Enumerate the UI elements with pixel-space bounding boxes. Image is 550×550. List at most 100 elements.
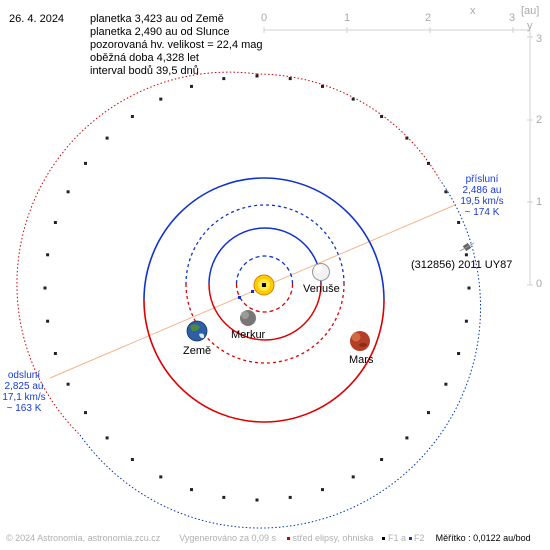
orbit-position-dot	[190, 84, 193, 88]
legend-center-text: střed elipsy, ohniska	[292, 533, 374, 543]
aphelion-label: odsluní 2,825 au 17,1 km/s ~ 163 K	[0, 370, 48, 414]
orbit-position-dot	[130, 115, 134, 118]
axis-frame	[264, 29, 531, 285]
ellipse-center-marker	[238, 296, 241, 299]
orbit-position-dot	[53, 352, 57, 355]
date-label: 26. 4. 2024	[9, 13, 65, 25]
axis-label-right-0: 0	[536, 278, 543, 290]
mars-orbit-above	[143, 177, 385, 301]
footer-generated: Vygenerováno za 0,09 s	[179, 533, 276, 543]
sun	[253, 274, 275, 296]
perihelion-distance: 2,486 au	[462, 185, 502, 196]
orbit-position-dot	[427, 161, 430, 165]
orbit-position-dot	[84, 161, 87, 165]
venus-planet	[312, 263, 330, 281]
orbit-position-dot	[46, 253, 50, 257]
mercury-orbit-above	[235, 255, 294, 285]
info-line: interval bodů 39,5 dnů	[90, 65, 199, 77]
orbit-position-dot	[159, 475, 163, 479]
orbit-position-dot	[255, 74, 259, 78]
asteroid-orbit-blue	[79, 179, 482, 529]
venus-label: Venuše	[303, 283, 340, 295]
aphelion-temperature: ~ 163 K	[6, 403, 42, 414]
orbit-position-dot	[351, 475, 355, 479]
orbit-position-dot	[84, 411, 87, 415]
legend-f2-text: F2	[414, 533, 425, 543]
aphelion-title: odsluní	[7, 370, 41, 381]
asteroid-marker	[459, 242, 475, 252]
asteroid-orbit-red	[16, 71, 258, 436]
info-line: planetka 3,423 au od Země	[90, 13, 224, 25]
orbit-position-dot	[467, 286, 471, 290]
orbit-position-dot	[105, 136, 109, 140]
orbit-position-dot	[457, 352, 461, 355]
legend-f1-text: F1	[387, 533, 399, 543]
venus-orbit-below	[208, 283, 322, 341]
mercury-orbit-below	[235, 283, 294, 313]
info-line: oběžná doba 4,328 let	[90, 52, 199, 64]
orbit-position-dot	[457, 221, 461, 224]
orbit-position-dot	[321, 488, 324, 492]
axis-unit: [au]	[521, 5, 540, 17]
axis-label-top-1: 1	[344, 12, 351, 24]
info-block: planetka 3,423 au od Země planetka 2,490…	[90, 13, 263, 78]
orbit-position-dot	[380, 458, 384, 461]
footer-copyright: © 2024 Astronomia, astronomia.zcu.cz	[6, 533, 161, 543]
footer-bar: © 2024 Astronomia, astronomia.zcu.cz Vyg…	[6, 533, 531, 543]
orbit-position-dot	[105, 436, 109, 440]
orbit-position-dot	[288, 495, 292, 499]
orbit-position-dot	[321, 84, 324, 88]
orbit-position-dot	[464, 253, 468, 257]
orbit-position-dot	[405, 136, 409, 140]
mars-orbit-below	[143, 299, 385, 423]
info-line: pozorovaná hv. velikost = 22,4 mag	[90, 39, 263, 51]
orbit-position-dot	[46, 319, 50, 323]
orbit-position-dot	[444, 382, 448, 386]
orbit-position-dot	[190, 488, 193, 492]
earth-label: Země	[183, 345, 212, 357]
legend-a-text: a	[400, 533, 406, 543]
asteroid-position-dots	[43, 74, 471, 502]
mars-label: Mars	[349, 354, 374, 366]
mercury-label: Merkur	[231, 329, 266, 341]
mercury-planet	[240, 310, 256, 326]
asteroid-orbit	[16, 71, 482, 529]
focus-f2-marker	[251, 290, 254, 293]
axis-label-right-1: 1	[536, 196, 543, 208]
perihelion-title: přísluní	[465, 174, 499, 185]
orbit-position-dot	[66, 190, 70, 194]
axis-label-top-2: 2	[425, 12, 432, 24]
axis-label-right-3: 3	[536, 33, 543, 45]
perihelion-speed: 19,5 km/s	[460, 196, 504, 207]
aphelion-speed: 17,1 km/s	[2, 392, 46, 403]
orbit-position-dot	[130, 458, 134, 461]
orbit-position-dot	[405, 436, 409, 440]
earth-orbit-above	[185, 204, 345, 285]
orbit-position-dot	[66, 382, 70, 386]
orbit-position-dot	[43, 286, 47, 290]
earth-orbit-below	[185, 283, 345, 364]
orbit-position-dot	[351, 97, 355, 101]
footer-scale: Měřítko : 0,0122 au/bod	[435, 533, 531, 543]
perihelion-temperature: ~ 174 K	[464, 207, 500, 218]
orbit-position-dot	[222, 495, 226, 499]
legend-f1-marker	[382, 537, 386, 541]
orbit-position-dot	[255, 498, 259, 502]
asteroid-orbit-red-right	[256, 73, 441, 181]
orbit-position-dot	[427, 411, 430, 415]
perihelion-label: přísluní 2,486 au 19,5 km/s ~ 174 K	[452, 174, 512, 218]
mars-planet	[350, 331, 370, 351]
earth-planet	[186, 320, 208, 342]
axis-label-top-3: 3	[509, 12, 516, 24]
venus-orbit-above	[208, 227, 322, 285]
orbit-position-dot	[159, 97, 163, 101]
orbit-position-dot	[444, 190, 448, 194]
axis-name-y: y	[527, 20, 533, 32]
orbit-position-dot	[222, 77, 226, 81]
legend-center-marker	[287, 537, 291, 541]
planet-orbits	[143, 177, 385, 423]
orbit-position-dot	[380, 115, 384, 118]
orbit-position-dot	[464, 319, 468, 323]
asteroid-label: (312856) 2011 UY87	[411, 259, 513, 271]
orbit-position-dot	[288, 77, 292, 81]
